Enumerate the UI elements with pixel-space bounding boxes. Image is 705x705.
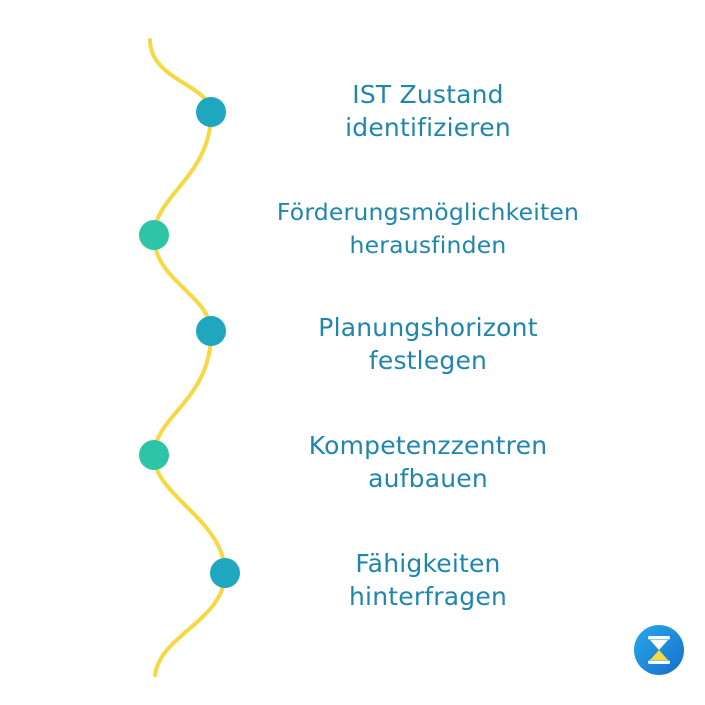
step-4-line-2: aufbauen — [368, 464, 488, 493]
step-3-line-1: Planungshorizont — [318, 313, 538, 342]
step-3-label: Planungshorizont festlegen — [248, 311, 608, 377]
step-5-marker — [210, 558, 240, 588]
step-2-line-2: herausfinden — [349, 231, 507, 259]
step-3-line-2: festlegen — [368, 346, 488, 375]
step-5-line-2: hinterfragen — [349, 582, 507, 611]
step-3-marker — [196, 316, 226, 346]
step-2-marker — [139, 220, 169, 250]
step-4-line-1: Kompetenzzentren — [308, 431, 548, 460]
step-4-label: Kompetenzzentren aufbauen — [248, 429, 608, 495]
step-2-line-1: Förderungsmöglichkeiten — [276, 198, 580, 226]
hourglass-logo-icon — [634, 625, 684, 675]
step-4-marker — [139, 440, 169, 470]
step-1-line-2: identifizieren — [345, 113, 511, 142]
step-1-label: IST Zustand identifizieren — [248, 78, 608, 144]
step-5-line-1: Fähigkeiten — [355, 549, 501, 578]
step-1-marker — [196, 97, 226, 127]
step-2-label: Förderungsmöglichkeiten herausfinden — [248, 196, 608, 262]
step-5-label: Fähigkeiten hinterfragen — [248, 547, 608, 613]
step-1-line-1: IST Zustand — [352, 80, 504, 109]
